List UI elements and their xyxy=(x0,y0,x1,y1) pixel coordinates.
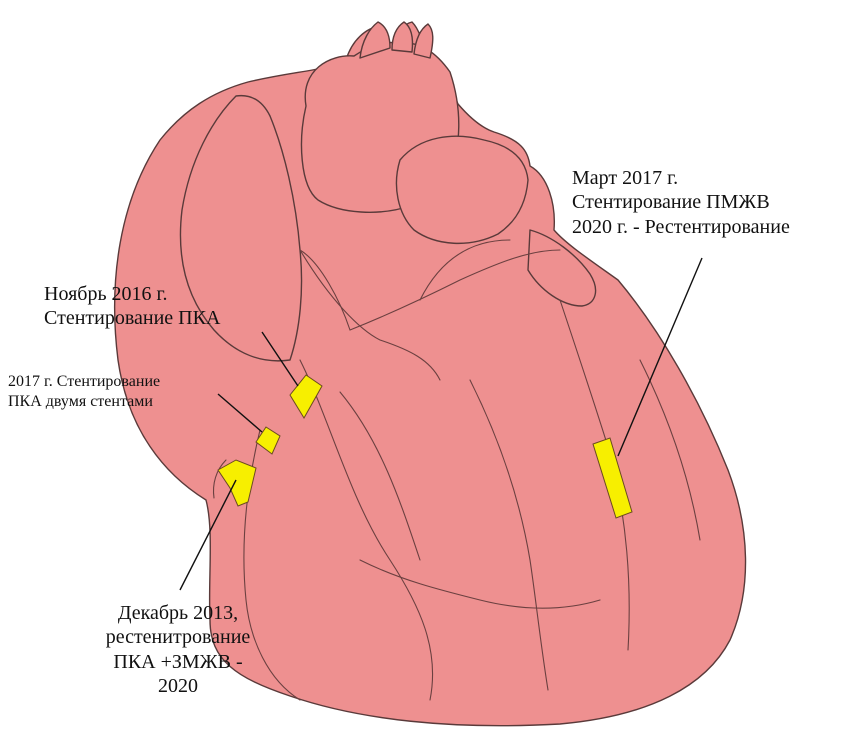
annotation-2017-line2: ПКА двумя стентами xyxy=(8,392,160,412)
annotation-december-2013: Декабрь 2013, рестенитрование ПКА +ЗМЖВ … xyxy=(80,601,276,699)
annotation-march-2017-line3: 2020 г. - Рестентирование xyxy=(572,215,790,239)
annotation-november-2016-line1: Ноябрь 2016 г. xyxy=(44,282,220,306)
annotation-november-2016-line2: Стентирование ПКА xyxy=(44,306,220,330)
annotation-december-2013-line2: рестенитрование xyxy=(80,625,276,649)
annotation-december-2013-line3: ПКА +ЗМЖВ - xyxy=(80,650,276,674)
annotation-march-2017-line1: Март 2017 г. xyxy=(572,166,790,190)
annotation-march-2017: Март 2017 г. Стентирование ПМЖВ 2020 г. … xyxy=(572,166,790,239)
annotation-december-2013-line1: Декабрь 2013, xyxy=(80,601,276,625)
annotation-december-2013-line4: 2020 xyxy=(80,674,276,698)
annotation-2017-line1: 2017 г. Стентирование xyxy=(8,372,160,392)
annotation-march-2017-line2: Стентирование ПМЖВ xyxy=(572,190,790,214)
annotation-2017: 2017 г. Стентирование ПКА двумя стентами xyxy=(8,372,160,411)
annotation-november-2016: Ноябрь 2016 г. Стентирование ПКА xyxy=(44,282,220,331)
